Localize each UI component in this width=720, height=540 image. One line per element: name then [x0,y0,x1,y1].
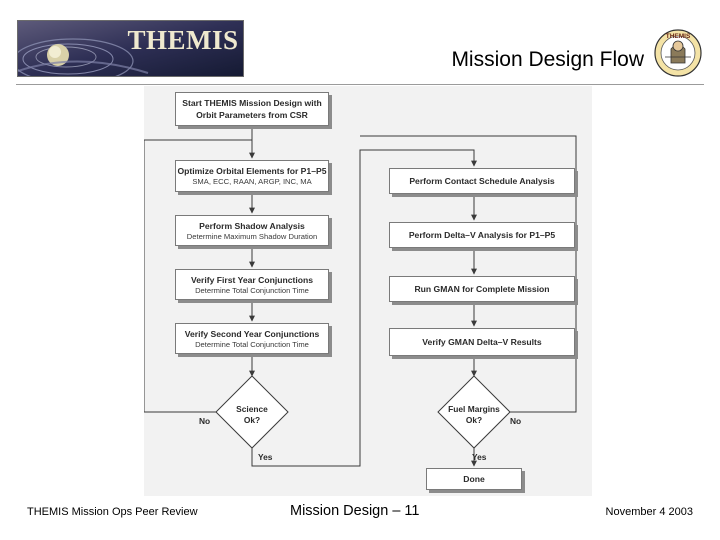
contact-box: Perform Contact Schedule Analysis [389,168,575,194]
verify-gman-title: Verify GMAN Delta–V Results [422,337,542,347]
fuel-decision-label: Fuel Margins Ok? [438,404,510,426]
delta-v-title: Perform Delta–V Analysis for P1–P5 [408,230,556,240]
logo-artwork [18,21,243,76]
footer-right: November 4 2003 [605,506,693,518]
first-year-sub: Determine Total Conjunction Time [195,285,309,295]
fuel-decision-diamond [437,375,511,449]
verify-gman-box: Verify GMAN Delta–V Results [389,328,575,356]
science-decision-label: Science Ok? [222,404,282,426]
contact-title: Perform Contact Schedule Analysis [409,176,555,186]
science-decision-diamond [215,375,289,449]
science-line1: Science [236,404,268,414]
fuel-line1: Fuel Margins [448,404,500,414]
optimize-box: Optimize Orbital Elements for P1–P5 SMA,… [175,160,329,192]
optimize-title: Optimize Orbital Elements for P1–P5 [177,166,327,176]
mission-design-flowchart: Start THEMIS Mission Design with Orbit P… [144,86,592,496]
fuel-yes-label: Yes [472,452,487,462]
optimize-sub: SMA, ECC, RAAN, ARGP, INC, MA [192,177,312,186]
page-title: Mission Design Flow [451,48,644,71]
second-year-sub: Determine Total Conjunction Time [195,339,309,349]
footer-left: THEMIS Mission Ops Peer Review [27,506,198,518]
header-rule [16,84,704,85]
shadow-box: Perform Shadow Analysis Determine Maximu… [175,215,329,246]
fuel-no-label: No [510,416,522,426]
flow-connectors [144,126,577,467]
shadow-title: Perform Shadow Analysis [199,220,305,231]
science-no-label: No [199,416,211,426]
start-box: Start THEMIS Mission Design with Orbit P… [175,92,329,126]
logo-text: THEMIS [127,25,239,55]
second-year-title: Verify Second Year Conjunctions [184,328,320,339]
mascot-text: THEMIS [666,33,691,40]
science-yes-label: Yes [258,452,273,462]
start-line1: Start THEMIS Mission Design with [182,98,322,108]
themis-mascot-emblem: THEMIS [654,29,702,77]
second-year-box: Verify Second Year Conjunctions Determin… [175,323,329,354]
done-title: Done [463,474,485,484]
first-year-box: Verify First Year Conjunctions Determine… [175,269,329,300]
footer-center: Mission Design – 11 [290,503,420,519]
science-line2: Ok? [243,415,261,425]
first-year-title: Verify First Year Conjunctions [190,274,314,285]
fuel-line2: Ok? [465,415,483,425]
done-box: Done [426,468,522,490]
shadow-sub: Determine Maximum Shadow Duration [186,231,318,241]
gman-title: Run GMAN for Complete Mission [414,284,550,294]
delta-v-box: Perform Delta–V Analysis for P1–P5 [389,222,575,248]
themis-logo: THEMIS [17,20,244,77]
start-line2: Orbit Parameters from CSR [196,110,308,120]
gman-box: Run GMAN for Complete Mission [389,276,575,302]
